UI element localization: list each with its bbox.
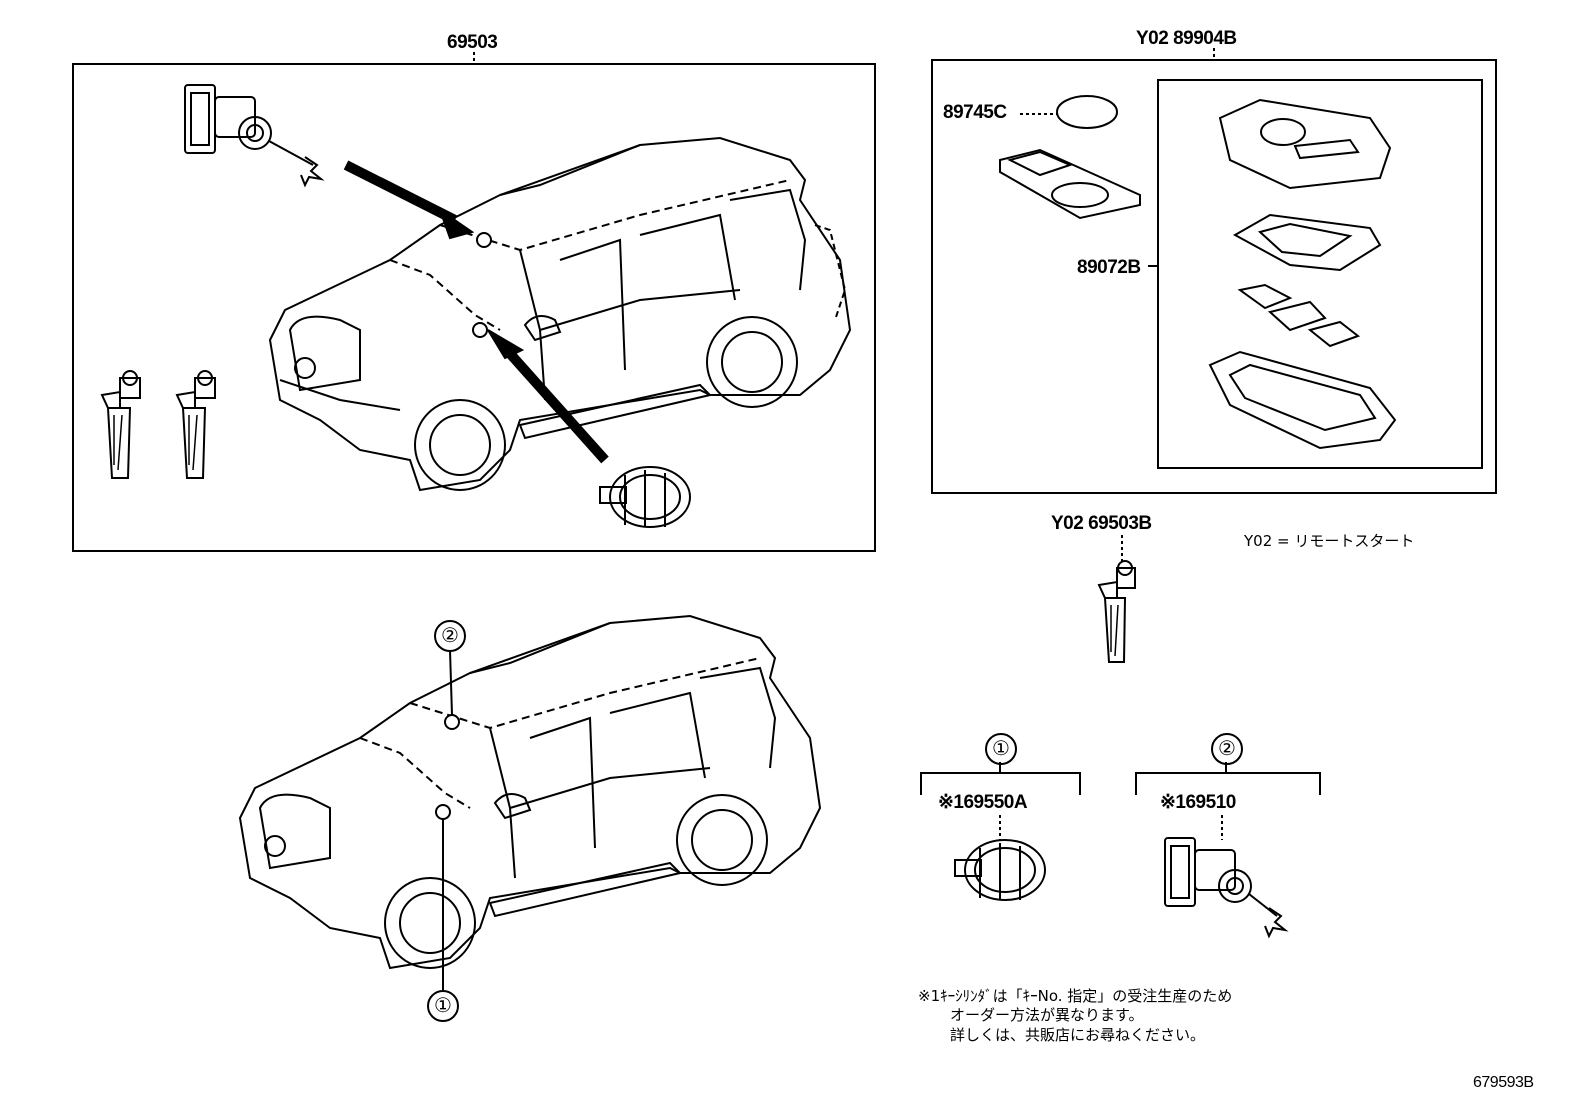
ignition-cylinder-icon: [599, 466, 691, 528]
key-case-label: 89072B: [1077, 257, 1141, 278]
remote-kit-frame: [931, 59, 1497, 494]
smart-key-case-icon: [1208, 350, 1397, 450]
drawing-number: 679593B: [1473, 1074, 1534, 1091]
ignition-cylinder-icon: [954, 839, 1046, 901]
vehicle-marker-2: ②: [434, 620, 466, 652]
main-kit-frame: [72, 63, 876, 552]
smart-key-subframe: [1157, 79, 1483, 469]
footnote-line-1: ※1ｷｰｼﾘﾝﾀﾞは「ｷｰNo. 指定」の受注生産のため: [918, 987, 1233, 1005]
part-2-code: ※169510: [1160, 792, 1236, 813]
battery-label: 89745C: [943, 102, 1007, 123]
door-lock-cylinder-icon: [184, 84, 325, 188]
part-1-code: ※169550A: [938, 792, 1028, 813]
vehicle-marker-1: ①: [427, 990, 459, 1022]
part-2-header: ②: [1211, 733, 1243, 765]
door-lock-cylinder-icon: [1164, 837, 1289, 939]
vehicle-icon: [268, 136, 852, 492]
footnote-line-3: 詳しくは、共販店にお尋ねください。: [950, 1026, 1206, 1044]
battery-icon: [1056, 95, 1118, 129]
key-blank-icon: [175, 370, 216, 479]
smart-key-case-icon: [1237, 283, 1361, 348]
smart-key-case-icon: [1218, 98, 1392, 190]
part-1-header: ①: [985, 733, 1017, 765]
main-kit-label: 69503: [447, 32, 498, 53]
smart-key-case-icon: [999, 148, 1141, 220]
footnote-line-2: オーダー方法が異なります。: [950, 1006, 1144, 1024]
y02-legend: Y02 = リモートスタート: [1244, 532, 1415, 550]
key-blank-icon: [100, 370, 141, 479]
remote-kit-label: Y02 89904B: [1136, 28, 1237, 49]
smart-key-case-icon: [1232, 213, 1382, 272]
key-blank-label: Y02 69503B: [1051, 513, 1152, 534]
vehicle-icon: [238, 614, 822, 970]
key-blank-icon: [1097, 560, 1136, 663]
